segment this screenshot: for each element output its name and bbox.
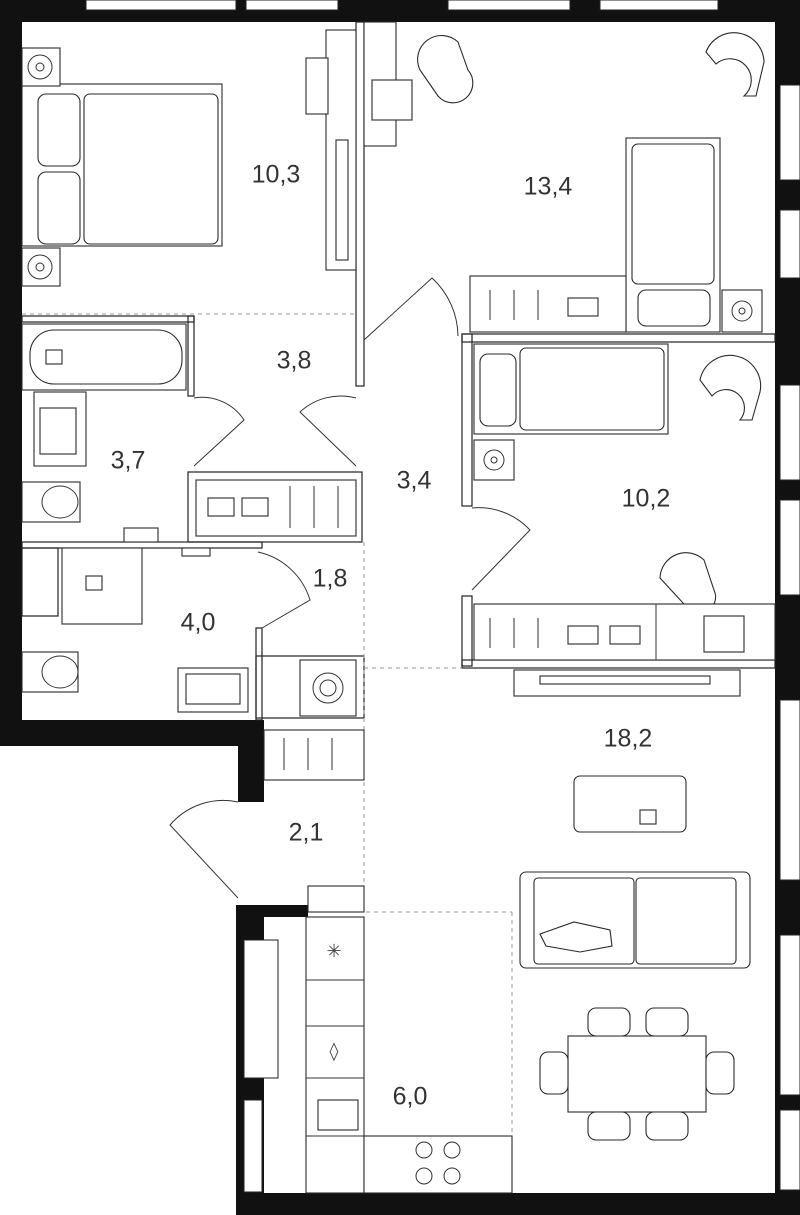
freezer-icon: ✳	[326, 941, 341, 962]
living-room-furniture	[513, 669, 751, 1141]
windows	[85, 0, 800, 1193]
laundry	[299, 659, 357, 717]
hall-wardrobe	[195, 479, 357, 537]
kitchen-furniture	[305, 916, 513, 1194]
area-label-bathroom-2: 4,0	[181, 609, 216, 637]
area-label-corridor: 3,4	[397, 467, 432, 495]
bedroom-3-furniture	[473, 343, 776, 661]
area-label-bedroom-2: 13,4	[524, 173, 573, 201]
area-label-closet: 1,8	[313, 565, 348, 593]
area-label-entrance: 2,1	[289, 819, 324, 847]
area-label-bathroom-1: 3,7	[111, 447, 146, 475]
area-label-kitchen: 6,0	[393, 1083, 428, 1111]
bedroom-1-furniture	[21, 29, 357, 287]
area-label-bedroom-1: 10,3	[252, 161, 301, 189]
area-label-bedroom-3: 10,2	[622, 485, 671, 513]
bathroom-1-furniture	[21, 323, 187, 543]
bathroom-2-furniture	[21, 547, 249, 713]
bedroom-2-furniture	[363, 21, 765, 333]
area-label-hall-upper: 3,8	[277, 347, 312, 375]
entrance-furniture	[263, 729, 365, 913]
doors	[169, 277, 531, 899]
area-label-living-room: 18,2	[604, 725, 653, 753]
water-heater-icon: ◊	[330, 1041, 339, 1062]
